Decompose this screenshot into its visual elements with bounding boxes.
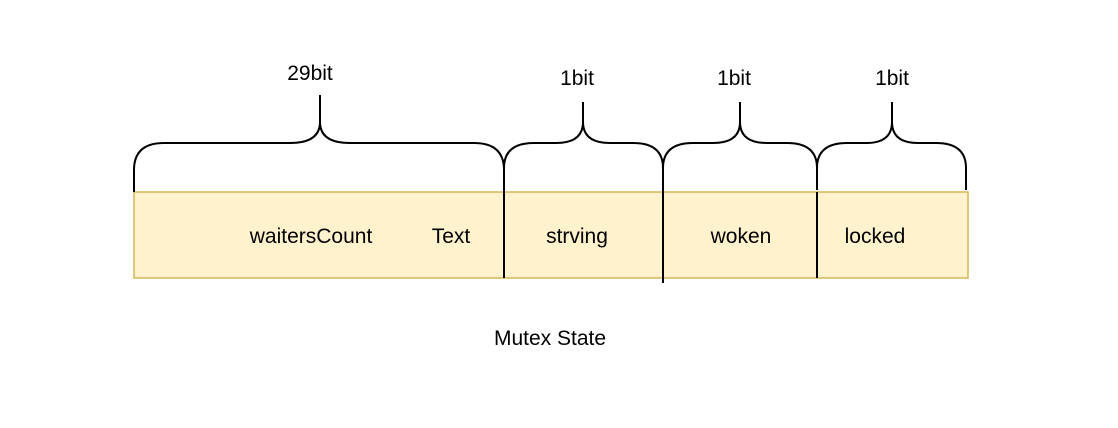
brace-starving [503, 102, 664, 190]
waiters-count-label: waitersCount [249, 225, 373, 248]
brace-woken [662, 102, 818, 190]
brace-waiters-count [133, 95, 505, 192]
locked-label: locked [845, 225, 906, 248]
starving-width-label: 1bit [560, 67, 594, 90]
woken-width-label: 1bit [717, 67, 751, 90]
locked-width-label: 1bit [875, 67, 909, 90]
waiters-count-extra-text: Text [432, 225, 471, 248]
waiters-count-width-label: 29bit [287, 62, 333, 85]
register-background [133, 191, 969, 279]
starving-label: strving [546, 225, 608, 248]
brace-locked [816, 102, 967, 190]
woken-label: woken [710, 225, 772, 248]
diagram-caption: Mutex State [494, 327, 606, 350]
